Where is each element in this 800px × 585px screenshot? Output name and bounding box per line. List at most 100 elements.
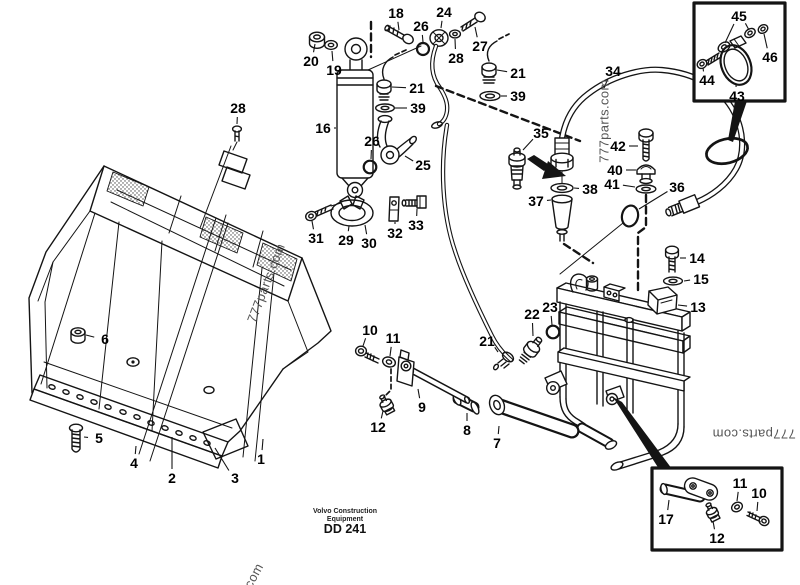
part-callout-16: 16 — [315, 120, 331, 136]
part-callout-2: 2 — [168, 470, 176, 486]
washer-19-drawing — [324, 39, 339, 51]
grease-fitting-12-inset-drawing — [705, 502, 721, 523]
leader-line — [736, 491, 739, 502]
plate-32-drawing — [388, 196, 400, 222]
part-callout-6: 6 — [101, 331, 109, 347]
link-plate-drawing — [683, 477, 719, 501]
leader-line — [85, 334, 95, 338]
bucket-drawing — [28, 125, 332, 469]
leader-line — [494, 347, 499, 353]
leader-line — [744, 23, 750, 31]
leader-line — [214, 447, 230, 471]
part-callout-14: 14 — [689, 250, 705, 266]
arrowhead-35 — [542, 161, 566, 179]
fitting-35-drawing — [508, 147, 526, 190]
washer-11-drawing — [381, 356, 397, 368]
publisher-line1: Volvo Construction — [313, 508, 377, 515]
oil-pipe-drawing — [429, 11, 582, 143]
washer-45a-drawing — [717, 41, 731, 53]
part-callout-45: 45 — [731, 8, 747, 24]
inset-wedge-top — [728, 101, 747, 142]
part-callout-21-right: 21 — [510, 65, 526, 81]
bolt-28-plate-drawing — [199, 125, 251, 229]
leader-line — [311, 220, 315, 230]
part-callout-33: 33 — [408, 217, 424, 233]
nut-6-drawing — [70, 327, 86, 344]
leader-line — [389, 346, 392, 357]
leader-line — [496, 69, 508, 73]
part-callout-5: 5 — [95, 430, 103, 446]
part-callout-1: 1 — [257, 451, 265, 467]
part-callout-7: 7 — [493, 435, 501, 451]
leader-line — [391, 86, 407, 89]
cone-fitting-37-drawing — [551, 194, 573, 242]
part-callout-25: 25 — [415, 157, 431, 173]
leader-line — [404, 155, 414, 162]
part-callout-29: 29 — [338, 232, 354, 248]
leader-line — [421, 34, 424, 43]
part-callout-28-bucket: 28 — [230, 100, 246, 116]
leader-line — [312, 43, 316, 53]
bolt-18-drawing — [384, 24, 414, 45]
part-callout-39-left: 39 — [410, 100, 426, 116]
part-callout-36: 36 — [669, 179, 685, 195]
part-callout-21-left: 21 — [409, 80, 425, 96]
part-callout-26-mid: 26 — [364, 133, 380, 149]
o-ring-36-drawing — [620, 204, 640, 228]
leader-line — [362, 338, 367, 347]
part-callout-8: 8 — [463, 422, 471, 438]
nut-20-drawing — [308, 31, 326, 49]
leader-line — [134, 445, 137, 455]
bolt-10-inset-drawing — [746, 511, 770, 527]
part-callout-4: 4 — [130, 455, 138, 471]
detail-inset-pin — [650, 466, 784, 552]
washer-15-drawing — [662, 276, 684, 286]
leader-line — [522, 138, 534, 151]
leader-line — [347, 225, 350, 232]
part-callout-17: 17 — [658, 511, 674, 527]
part-callout-23: 23 — [542, 299, 558, 315]
washer-41-drawing — [635, 184, 657, 194]
part-callout-21-bottom: 21 — [479, 333, 495, 349]
watermark-text: 777parts.com — [597, 79, 612, 163]
hose-end-fitting-drawing — [665, 194, 701, 217]
inset-pointers — [613, 101, 749, 469]
part-callout-19: 19 — [326, 62, 342, 78]
part-callout-39-right: 39 — [510, 88, 526, 104]
bracket-13-drawing — [647, 286, 678, 315]
part-callout-37: 37 — [528, 193, 544, 209]
part-callout-30: 30 — [361, 235, 377, 251]
bolt-10-drawing — [354, 345, 380, 364]
o-ring-23-drawing — [545, 324, 561, 340]
leader-line — [364, 224, 368, 235]
inset-wedge-bottom — [613, 397, 672, 469]
fitting-40-drawing — [636, 164, 656, 185]
detail-inset-clamp — [692, 1, 787, 103]
leader-line — [622, 184, 636, 188]
bolt-14-drawing — [664, 245, 680, 273]
main-hose-drawing — [508, 66, 746, 296]
bolt-31-drawing — [305, 204, 334, 222]
hose-nipple-drawing — [479, 33, 510, 102]
part-callout-12-inset: 12 — [709, 530, 725, 546]
banjo-pipe-drawing — [362, 49, 418, 175]
hose-highlight-ellipse — [705, 136, 749, 166]
washer-11-inset-drawing — [730, 501, 744, 513]
leader-line — [702, 67, 705, 72]
part-callout-34: 34 — [605, 63, 621, 79]
part-callout-38: 38 — [582, 181, 598, 197]
part-callout-40: 40 — [607, 162, 623, 178]
part-callout-20: 20 — [303, 53, 319, 69]
leader-line — [638, 191, 668, 210]
part-callout-12-mid: 12 — [370, 419, 386, 435]
part-callout-27: 27 — [472, 38, 488, 54]
part-callout-31: 31 — [308, 230, 324, 246]
part-callout-32: 32 — [387, 225, 403, 241]
ring-43-drawing — [719, 44, 753, 86]
part-callout-11-mid: 11 — [386, 330, 401, 346]
leader-line — [497, 425, 500, 435]
frame-assembly-drawing — [354, 122, 691, 471]
part-callout-28-hose: 28 — [448, 50, 464, 66]
leader-line — [380, 410, 384, 419]
